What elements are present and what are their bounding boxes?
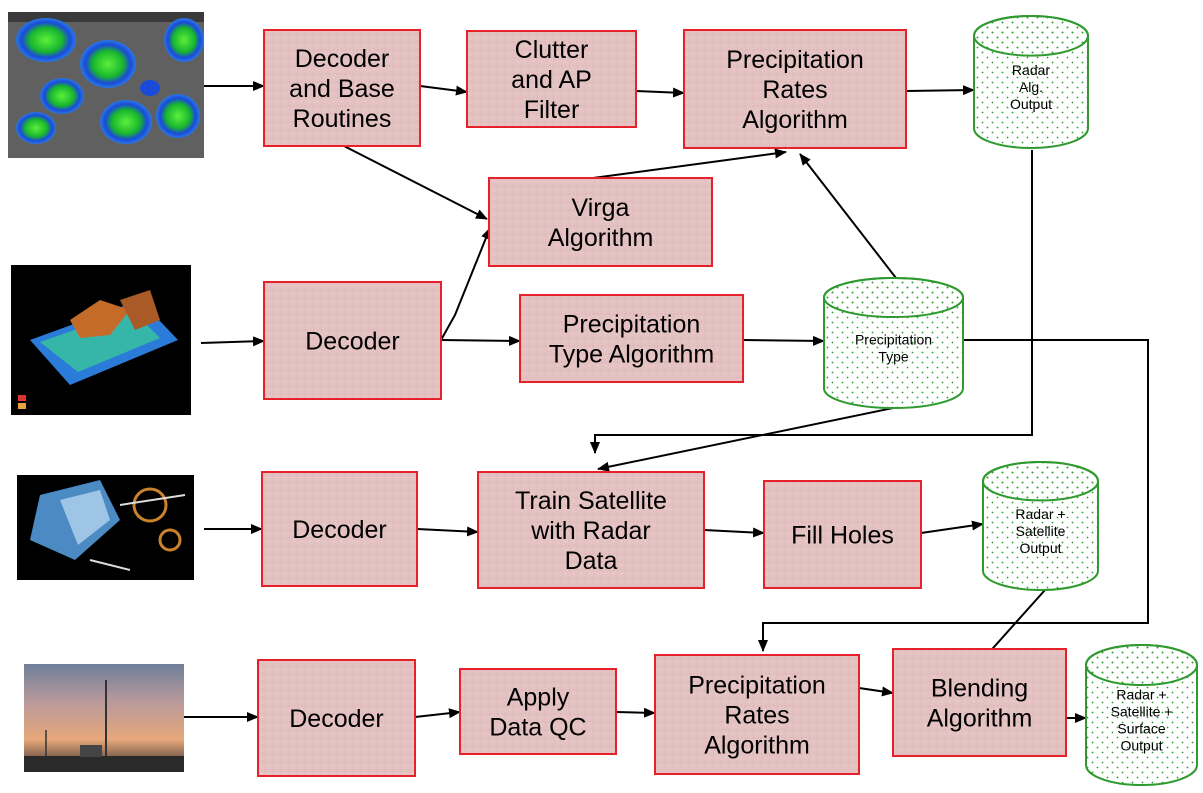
cylinder-label-line: Output bbox=[1019, 540, 1061, 556]
box-label-line: Rates bbox=[724, 702, 789, 730]
box-label-line: Data bbox=[565, 547, 618, 575]
cylinder-label-line: Radar + bbox=[1116, 687, 1166, 703]
box-label-line: Decoder bbox=[289, 705, 384, 733]
cylinder-label-line: Satellite bbox=[1016, 523, 1066, 539]
box-label-line: Fill Holes bbox=[791, 522, 894, 550]
process-box-decoder-surface: Decoder bbox=[257, 659, 416, 777]
box-label-line: Filter bbox=[524, 96, 580, 124]
cylinder-label-line: Surface bbox=[1117, 721, 1165, 737]
box-label-line: Algorithm bbox=[548, 224, 654, 252]
cylinder-label-line: Precipitation bbox=[855, 332, 932, 348]
box-label-line: Decoder bbox=[295, 45, 390, 73]
cylinder-label-line: Satellite + bbox=[1111, 704, 1173, 720]
cylinder-label-line: Alg. bbox=[1019, 79, 1043, 95]
box-label-line: Routines bbox=[293, 105, 392, 133]
box-label-line: Precipitation bbox=[688, 672, 826, 700]
box-label-line: Virga bbox=[572, 194, 630, 222]
cylinder-label-line: Output bbox=[1010, 96, 1052, 112]
box-label-line: Type Algorithm bbox=[549, 341, 714, 369]
box-label-line: Decoder bbox=[292, 516, 387, 544]
process-box-decoder-model: Decoder bbox=[263, 281, 442, 400]
box-label-line: Train Satellite bbox=[515, 487, 667, 515]
box-label-line: Apply bbox=[507, 684, 570, 712]
box-label-line: Precipitation bbox=[726, 46, 864, 74]
process-box-fill-holes: Fill Holes bbox=[763, 480, 922, 589]
box-label-line: Decoder bbox=[305, 328, 400, 356]
box-label-line: Data QC bbox=[489, 714, 586, 742]
cylinder-label-line: Radar + bbox=[1015, 506, 1065, 522]
surface-station-image bbox=[24, 664, 184, 772]
box-label-line: and AP bbox=[511, 66, 592, 94]
cylinder-label-line: Output bbox=[1120, 738, 1162, 754]
box-label-line: Blending bbox=[931, 675, 1028, 703]
radar-image bbox=[8, 12, 204, 158]
box-label-line: Algorithm bbox=[704, 732, 810, 760]
process-box-decoder-sat: Decoder bbox=[261, 471, 418, 587]
box-label-line: Precipitation bbox=[563, 311, 701, 339]
box-label-line: Algorithm bbox=[742, 106, 848, 134]
box-label-line: Clutter bbox=[515, 36, 589, 64]
cylinder-label-line: Radar bbox=[1012, 62, 1050, 78]
connectors bbox=[184, 81, 1149, 723]
box-label-line: and Base bbox=[289, 75, 395, 103]
box-label-line: Algorithm bbox=[927, 705, 1033, 733]
satellite-image bbox=[17, 475, 194, 580]
box-label-line: with Radar bbox=[530, 517, 651, 545]
cylinder-label-line: Type bbox=[878, 349, 909, 365]
box-label-line: Rates bbox=[762, 76, 827, 104]
3d-model-image bbox=[11, 265, 191, 415]
